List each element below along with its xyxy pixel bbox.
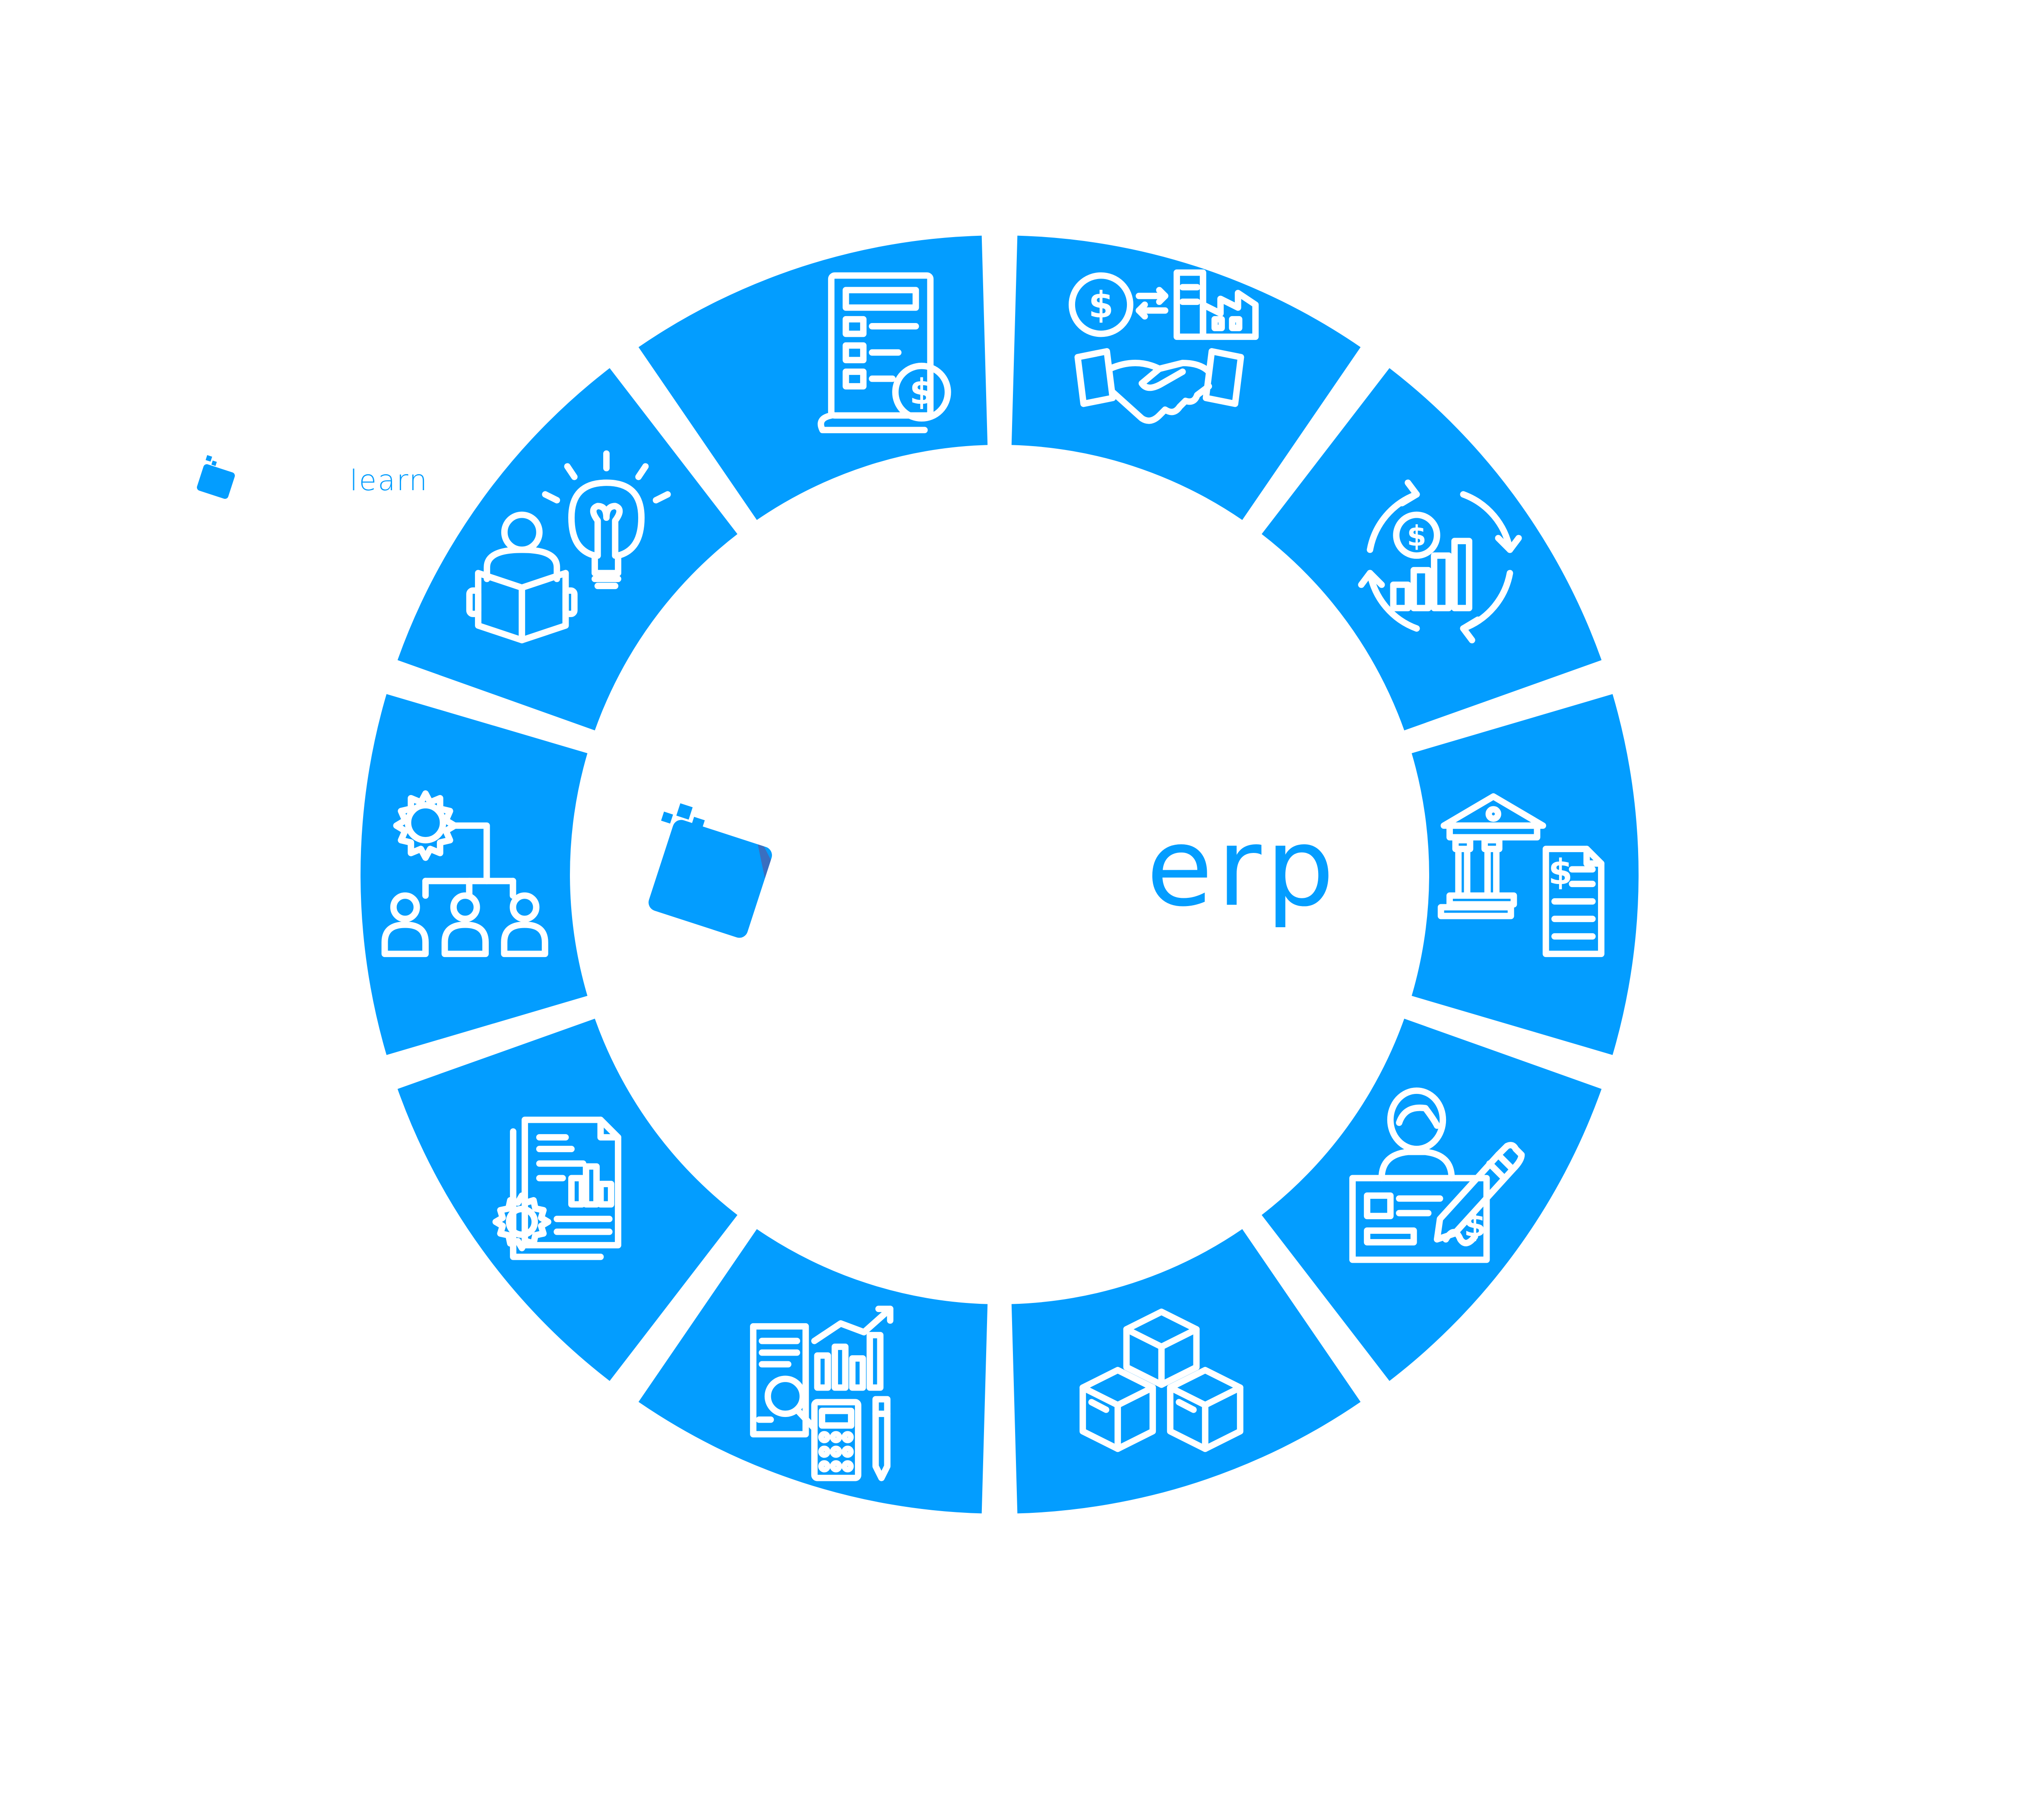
training-learning-icon [466,450,671,643]
svg-text:$: $ [1407,520,1426,553]
report-settings-icon [492,1116,621,1260]
small-brand-text: learn [350,464,428,497]
ring-segment-accounting-analysis-calculator [397,1018,737,1381]
ring-segment-inventory-boxes [638,1229,988,1514]
svg-text:$: $ [1088,284,1114,326]
module-ring [361,235,1639,1514]
svg-text:$: $ [1548,852,1573,893]
organization-hierarchy-icon [381,790,548,957]
ring-segment-invoice-document [1011,235,1361,520]
inventory-boxes-icon [1079,1309,1243,1452]
ring-segment-financial-cycle-chart [1411,694,1639,1055]
cube-logo-icon [197,455,235,499]
svg-text:$: $ [909,372,933,412]
center-brand-text: erp [1146,805,1338,930]
bank-statement-icon: $ [1437,793,1604,957]
supplier-payment-handshake-icon: $ [1069,269,1259,424]
center-brand-logo: erp [649,803,1338,938]
module-icons: $ $ [381,269,1604,1481]
invoice-document-icon: $ [817,272,951,434]
financial-cycle-chart-icon: $ [1358,479,1522,643]
small-brand-logo: learn [197,455,428,499]
cube-logo-icon [649,803,772,938]
ring-segment-report-settings [361,694,588,1055]
employee-check-signing-icon: $ [1349,1087,1525,1263]
accounting-analysis-calculator-icon [750,1306,894,1481]
ring-segment-organization-hierarchy [397,368,737,731]
